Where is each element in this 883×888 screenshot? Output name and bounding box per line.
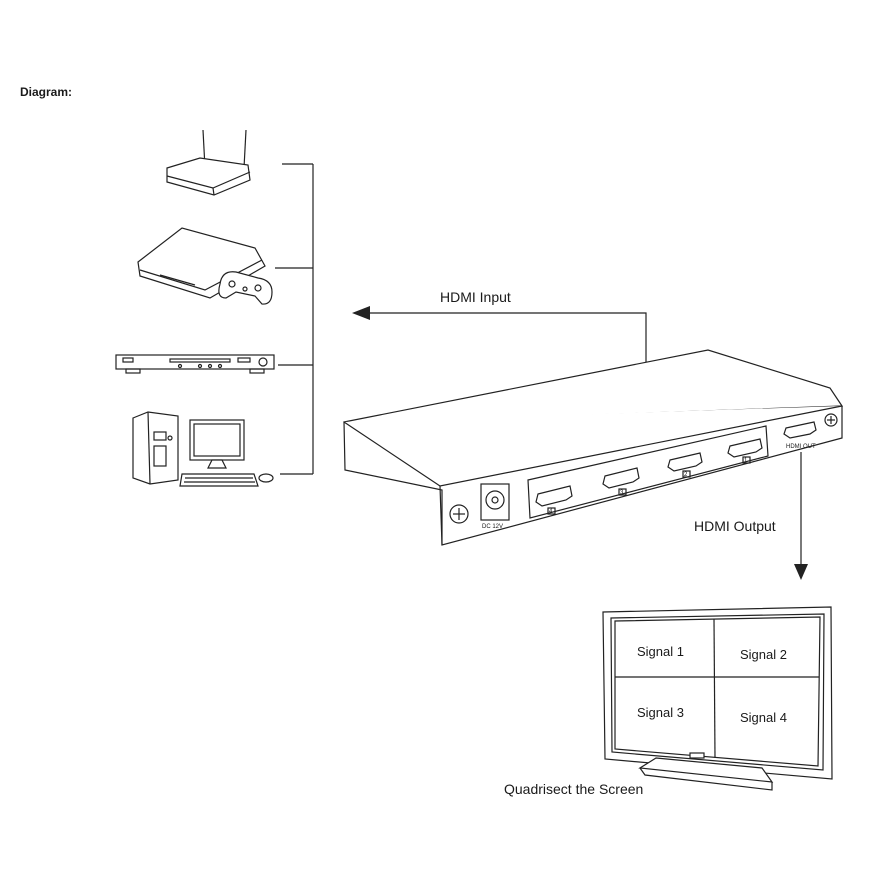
gamepad-icon <box>218 271 273 305</box>
hdmi-output-arrow <box>794 452 808 580</box>
signal-4-label: Signal 4 <box>740 710 787 725</box>
hdmi-port-4-icon <box>535 485 573 515</box>
screw-right-icon <box>824 413 838 427</box>
diagram-heading: Diagram: <box>20 85 72 99</box>
quadrisect-caption: Quadrisect the Screen <box>504 781 643 797</box>
hdmi-port-3-number: 3 <box>620 490 624 496</box>
source-bracket <box>275 163 314 475</box>
hdmi-out-port-icon <box>783 421 817 439</box>
signal-3-label: Signal 3 <box>637 705 684 720</box>
keyboard-icon <box>179 473 259 487</box>
hdmi-port-2-icon <box>667 452 703 478</box>
display-screen <box>602 606 833 791</box>
hdmi-out-label: HDMI OUT <box>786 444 816 450</box>
hdmi-port-1-number: 1 <box>744 458 748 464</box>
hdmi-port-4-number: 4 <box>549 509 553 515</box>
hdmi-port-2-number: 2 <box>684 472 688 478</box>
multiviewer-device <box>343 349 844 546</box>
hdmi-port-3-icon <box>602 467 640 496</box>
mouse-icon <box>258 473 274 483</box>
signal-2-label: Signal 2 <box>740 647 787 662</box>
signal-1-label: Signal 1 <box>637 644 684 659</box>
wifi-router-icon <box>166 129 251 196</box>
dc-power-jack-icon <box>480 483 510 521</box>
dvd-player-icon <box>115 354 275 374</box>
monitor-icon <box>189 419 245 469</box>
desktop-computer-icon <box>132 411 179 485</box>
dc-label: DC 12V <box>482 524 503 530</box>
hdmi-output-label: HDMI Output <box>694 518 776 534</box>
hdmi-port-1-icon <box>727 438 763 464</box>
screw-left-icon <box>449 504 469 524</box>
hdmi-input-label: HDMI Input <box>440 289 511 305</box>
